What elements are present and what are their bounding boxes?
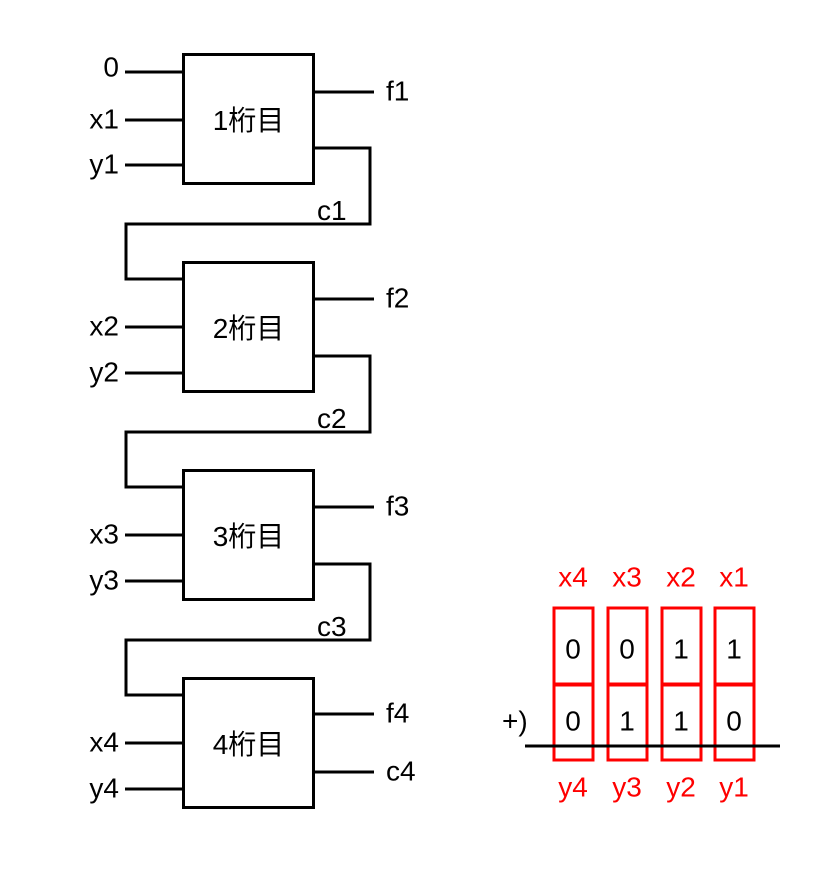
adder-block-label: 2桁目 (212, 313, 285, 344)
addition-header-x3: x3 (612, 561, 642, 593)
carry-label-c3: c3 (317, 611, 347, 642)
input-label-x2: x2 (89, 310, 119, 342)
addition-footer-y4: y4 (558, 771, 588, 803)
addend-bit-3: 0 (619, 633, 635, 665)
addition-footer-y3: y3 (612, 771, 642, 803)
addition-header-x4: x4 (558, 561, 588, 593)
adder-block-digit4: 4桁目 (182, 677, 315, 809)
input-label-y2: y2 (89, 356, 119, 388)
output-label-f3: f3 (386, 490, 410, 522)
augend-bit-2: 1 (673, 705, 689, 737)
addition-cell-y3 (606, 682, 649, 762)
plus-operator: +) (502, 705, 528, 737)
addition-footer-y1: y1 (719, 771, 749, 803)
input-label-0: 0 (103, 51, 119, 83)
input-label-y1: y1 (89, 148, 119, 180)
addend-bit-1: 1 (726, 633, 742, 665)
input-label-y4: y4 (89, 772, 119, 804)
addend-bit-2: 1 (673, 633, 689, 665)
adder-block-digit1: 1桁目 (182, 53, 315, 185)
adder-block-label: 4桁目 (212, 729, 285, 760)
addition-header-x1: x1 (719, 561, 749, 593)
addition-cell-y1 (713, 682, 756, 762)
addition-header-x2: x2 (666, 561, 696, 593)
wire-carry-c2 (124, 354, 372, 489)
adder-block-label: 1桁目 (212, 105, 285, 136)
adder-block-digit3: 3桁目 (182, 469, 315, 601)
input-label-x1: x1 (89, 103, 119, 135)
adder-block-label: 3桁目 (212, 521, 285, 552)
carry-label-c2: c2 (317, 403, 347, 434)
input-label-x4: x4 (89, 726, 119, 758)
input-label-y3: y3 (89, 564, 119, 596)
augend-bit-4: 0 (565, 705, 581, 737)
addition-cell-y4 (552, 682, 595, 762)
output-label-f2: f2 (386, 282, 410, 314)
addition-footer-y2: y2 (666, 771, 696, 803)
augend-bit-3: 1 (619, 705, 635, 737)
output-label-f4: f4 (386, 697, 410, 729)
carry-label-c1: c1 (317, 195, 347, 226)
augend-bit-1: 0 (726, 705, 742, 737)
adder-block-digit2: 2桁目 (182, 261, 315, 393)
output-label-f1: f1 (386, 75, 410, 107)
addend-bit-4: 0 (565, 633, 581, 665)
input-label-x3: x3 (89, 518, 119, 550)
output-label-c4: c4 (386, 755, 416, 787)
wire-carry-c1 (124, 146, 372, 281)
addition-cell-y2 (660, 682, 703, 762)
wire-carry-c3 (124, 562, 372, 697)
